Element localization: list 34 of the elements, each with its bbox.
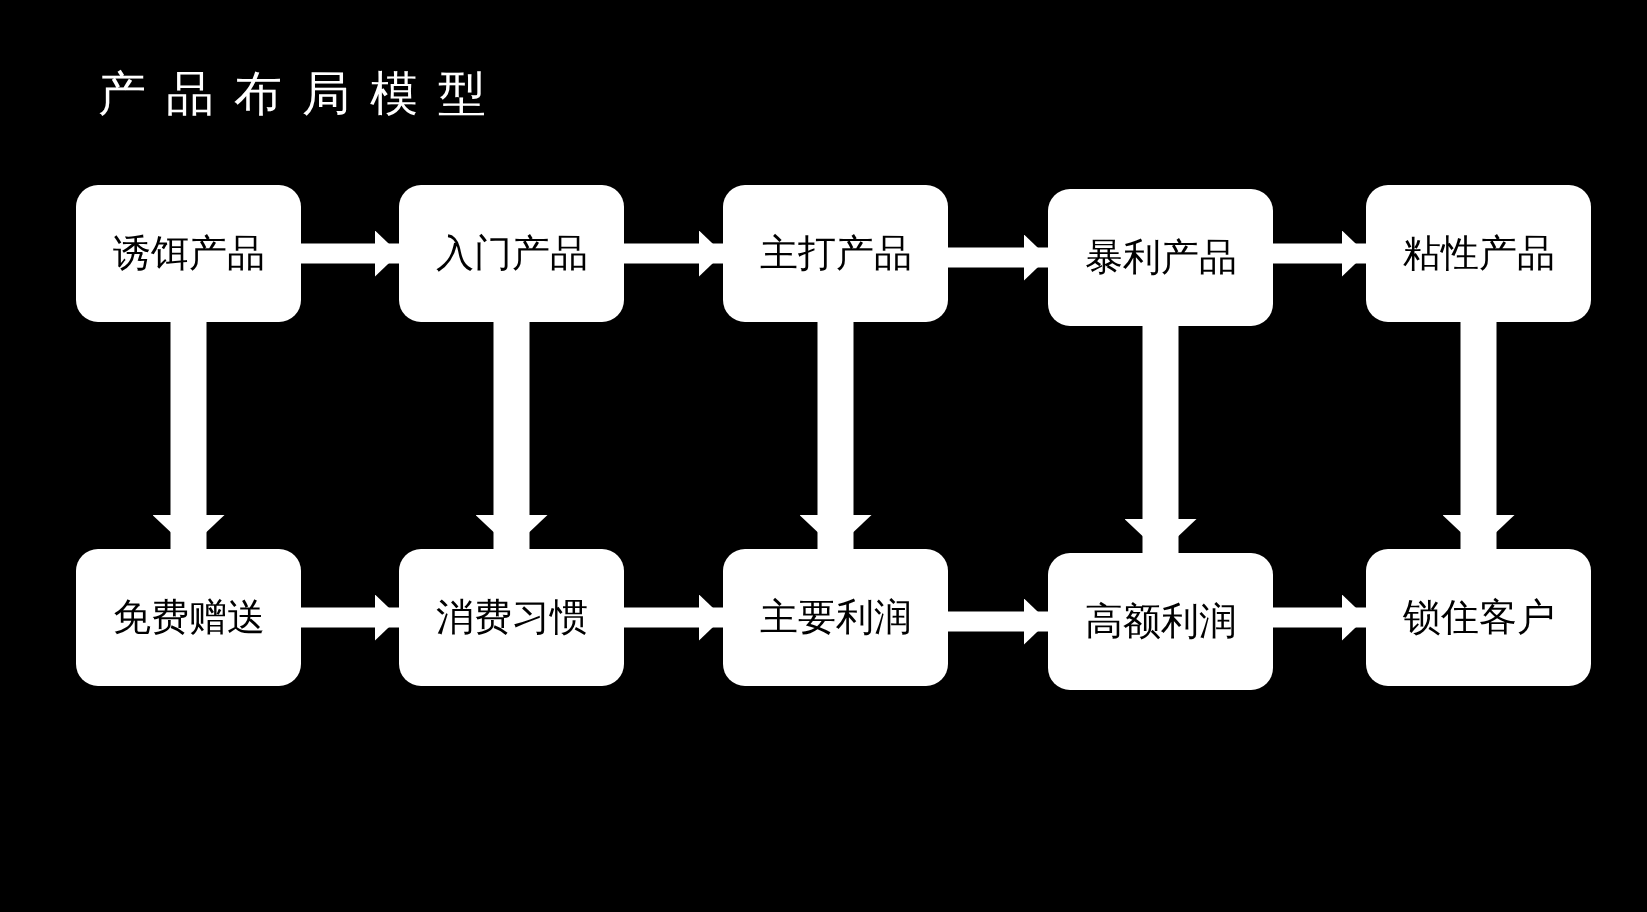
box-label: 免费赠送 xyxy=(112,594,265,641)
process-box xyxy=(1366,549,1591,686)
box-label: 主打产品 xyxy=(759,230,912,277)
box-label: 消费习惯 xyxy=(435,594,588,641)
process-box xyxy=(76,185,301,322)
box-label: 诱饵产品 xyxy=(112,230,265,277)
process-box xyxy=(399,185,624,322)
process-box xyxy=(1048,553,1273,690)
process-box xyxy=(76,549,301,686)
box-label: 入门产品 xyxy=(435,230,588,277)
box-label: 锁住客户 xyxy=(1402,594,1555,641)
block-arrow xyxy=(1442,322,1515,549)
block-arrow xyxy=(1273,230,1366,277)
block-arrow xyxy=(152,322,225,549)
block-arrow xyxy=(475,322,548,549)
process-box xyxy=(1366,185,1591,322)
process-box xyxy=(723,185,948,322)
block-arrow xyxy=(948,598,1048,645)
block-arrow xyxy=(799,322,872,549)
box-label: 主要利润 xyxy=(759,594,912,641)
block-arrow xyxy=(624,230,723,277)
block-arrow xyxy=(301,594,399,641)
process-box xyxy=(723,549,948,686)
block-arrow xyxy=(1273,594,1366,641)
diagram-title: 产品布局模型 xyxy=(98,64,506,123)
box-label: 暴利产品 xyxy=(1084,234,1237,281)
block-arrow xyxy=(1124,326,1197,553)
block-arrow xyxy=(624,594,723,641)
box-label: 粘性产品 xyxy=(1402,230,1555,277)
process-box xyxy=(1048,189,1273,326)
block-arrow xyxy=(948,234,1048,281)
box-label: 高额利润 xyxy=(1084,598,1237,645)
block-arrow xyxy=(301,230,399,277)
process-box xyxy=(399,549,624,686)
